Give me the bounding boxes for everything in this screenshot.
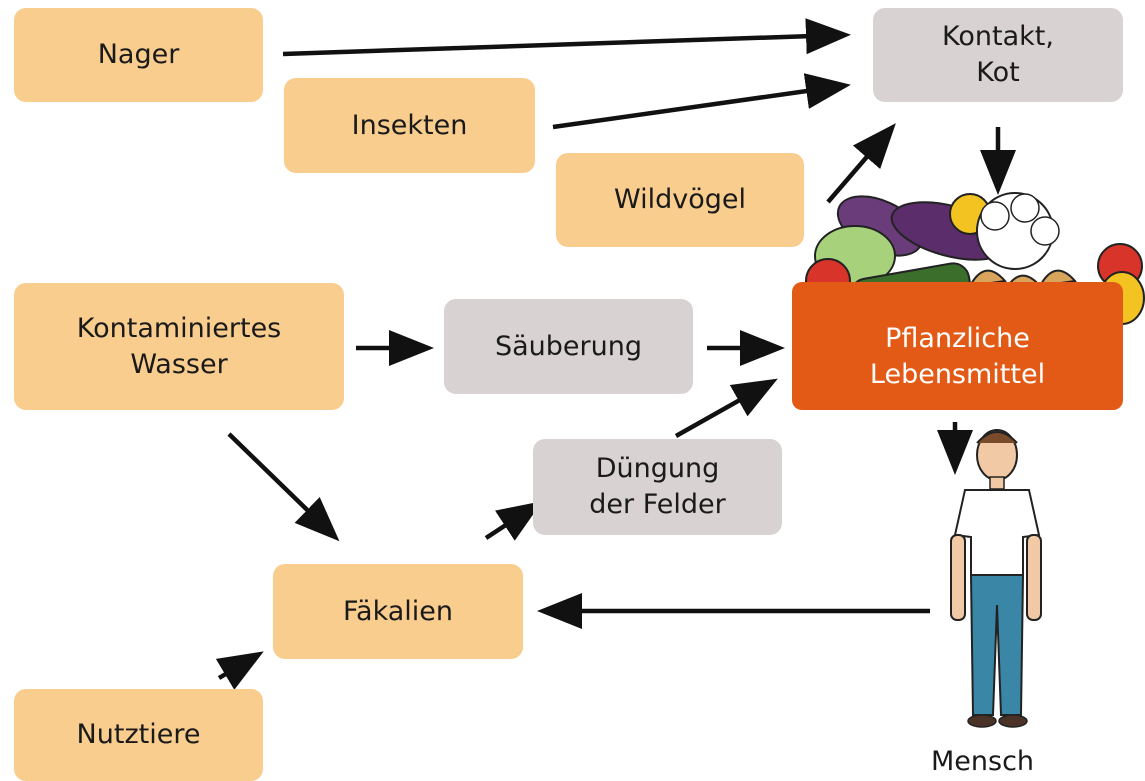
arrow-faekalien-duengung — [484, 501, 543, 541]
arrow-wasser-faekalien — [227, 432, 340, 542]
node-saeuberung: Säuberung — [444, 299, 693, 394]
node-nager: Nager — [14, 8, 263, 102]
arrow-insekten-kontakt — [552, 73, 851, 130]
node-wildvoegel: Wildvögel — [556, 153, 804, 247]
vegetables-illustration — [805, 192, 1145, 325]
node-kontaminiertes-wasser: Kontaminiertes Wasser — [14, 283, 344, 410]
node-kontakt-kot: Kontakt, Kot — [873, 8, 1123, 102]
arrow-duengung-lebensmittel — [674, 378, 778, 438]
node-insekten: Insekten — [284, 78, 535, 173]
arrow-nager-kontakt — [282, 18, 851, 57]
person-illustration — [950, 429, 1042, 728]
node-pflanzliche-lebensmittel: Pflanzliche Lebensmittel — [792, 282, 1123, 410]
arrow-nutztiere-faekalien — [215, 651, 264, 690]
node-faekalien: Fäkalien — [273, 564, 523, 659]
node-duengung: Düngung der Felder — [533, 439, 782, 535]
arrow-wildvoegel-kontakt — [826, 123, 896, 204]
node-nutztiere: Nutztiere — [14, 689, 263, 781]
label-mensch: Mensch — [931, 746, 1035, 777]
